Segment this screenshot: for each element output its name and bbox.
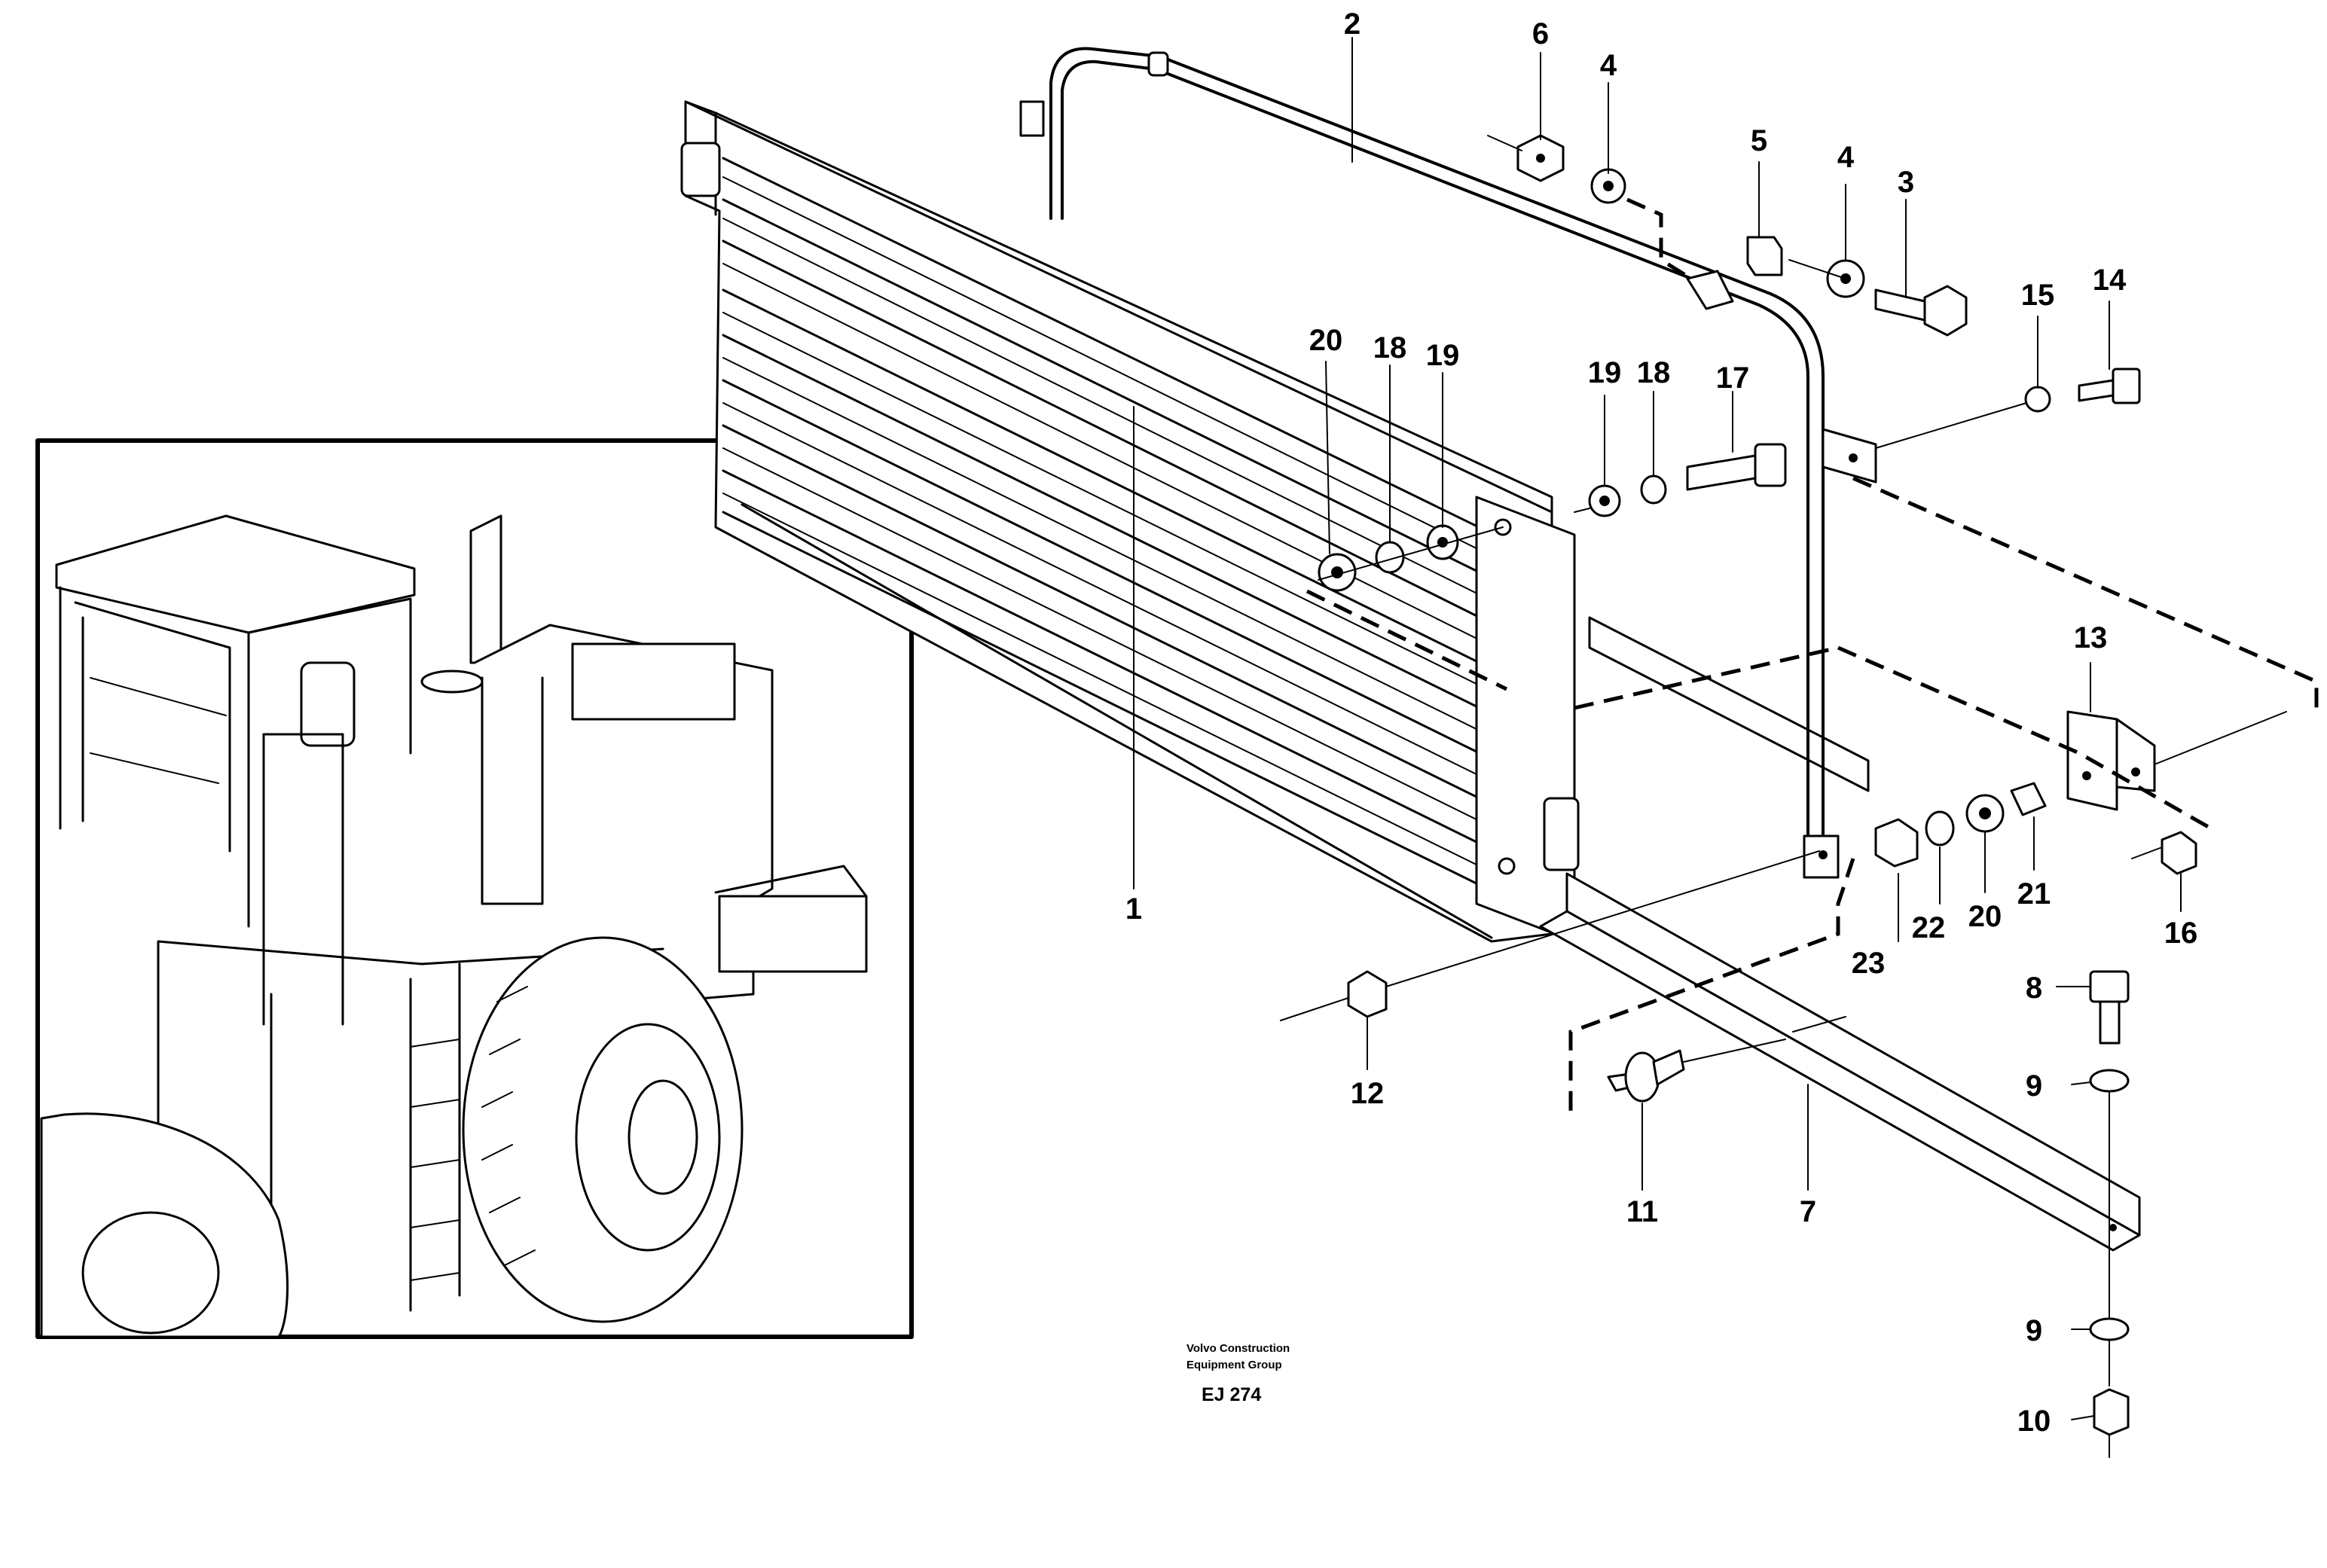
grommet-20-left: [1318, 553, 1357, 592]
callout-17: 17: [1716, 361, 1750, 395]
spacer-5: [1686, 236, 1783, 310]
condenser-fitting-top: [680, 142, 721, 197]
loader-ladder: [262, 676, 544, 1312]
callout-12: 12: [1351, 1077, 1385, 1110]
callout-10: 10: [2017, 1405, 2051, 1438]
washer-15: [2024, 386, 2051, 413]
nut-12: [1347, 970, 1388, 1018]
bracket-13: [2066, 710, 2156, 811]
washer-18-right: [1640, 474, 1667, 505]
callout-13: 13: [2074, 621, 2108, 654]
callout-11: 11: [1626, 1195, 1658, 1228]
callout-21: 21: [2017, 877, 2051, 911]
nut-23: [1874, 818, 1919, 868]
nut-6: [1516, 134, 1565, 182]
sleeve-21: [2010, 782, 2047, 816]
callout-19-left: 19: [1426, 339, 1460, 372]
callout-labels: 1 2 3 4 4 5 6 7 8 9 9 10 11 12 13 14 15 …: [1125, 8, 2197, 1438]
condenser-core-1: [680, 100, 1580, 943]
callout-3: 3: [1898, 166, 1914, 199]
credit-line-1: Volvo Construction: [1186, 1342, 1290, 1355]
washer-19-right: [1588, 484, 1621, 517]
callout-18-left: 18: [1373, 331, 1407, 365]
callout-4-right: 4: [1837, 141, 1855, 174]
bolt-17: [1686, 443, 1787, 491]
callout-8: 8: [2026, 972, 2042, 1005]
callout-20-left: 20: [1309, 324, 1343, 357]
callout-23: 23: [1852, 947, 1886, 980]
callout-19-right: 19: [1588, 356, 1622, 389]
rubber-mount-11: [1607, 1049, 1685, 1103]
callout-20-right: 20: [1968, 900, 2002, 933]
grommet-20-right: [1965, 794, 2005, 833]
nut-10: [2093, 1388, 2130, 1436]
callout-9-top: 9: [2026, 1069, 2042, 1103]
credit-line-2: Equipment Group: [1186, 1359, 1282, 1371]
callout-5: 5: [1751, 124, 1767, 157]
nut-16: [2161, 831, 2197, 875]
drawing-credit: Volvo Construction Equipment Group EJ 27…: [1186, 1342, 1290, 1405]
callout-18-right: 18: [1637, 356, 1671, 389]
inset-loader-view: [35, 438, 914, 1339]
mounting-frame-2: [1019, 47, 1877, 879]
condenser-fitting-bottom: [1543, 797, 1580, 871]
callout-14: 14: [2093, 264, 2127, 297]
callout-6: 6: [1532, 17, 1549, 50]
loader-cab: [55, 514, 416, 928]
drawing-code: EJ 274: [1202, 1384, 1261, 1405]
washer-4-top: [1590, 168, 1626, 204]
callout-7: 7: [1800, 1195, 1816, 1228]
callout-15: 15: [2021, 279, 2055, 312]
callout-9-bottom: 9: [2026, 1314, 2042, 1347]
assembly-lines: [1133, 37, 2319, 1458]
callout-4-top: 4: [1600, 49, 1617, 82]
bolt-14: [2078, 368, 2141, 404]
washer-9-bottom: [2089, 1317, 2130, 1341]
loader-rear-wheel: [462, 936, 744, 1323]
bolt-3: [1874, 285, 1968, 337]
washer-22: [1925, 810, 1955, 847]
bolt-8: [2089, 970, 2130, 1045]
washer-19-left: [1426, 524, 1459, 560]
support-rail-7: [1539, 616, 2141, 1252]
loader-front-wheel: [40, 1112, 289, 1338]
loader-engine-hood: [474, 624, 868, 1003]
callout-16: 16: [2164, 917, 2198, 950]
callout-1: 1: [1125, 892, 1142, 926]
callout-2: 2: [1344, 8, 1360, 41]
callout-22: 22: [1912, 911, 1946, 944]
washer-9-top: [2089, 1069, 2130, 1093]
